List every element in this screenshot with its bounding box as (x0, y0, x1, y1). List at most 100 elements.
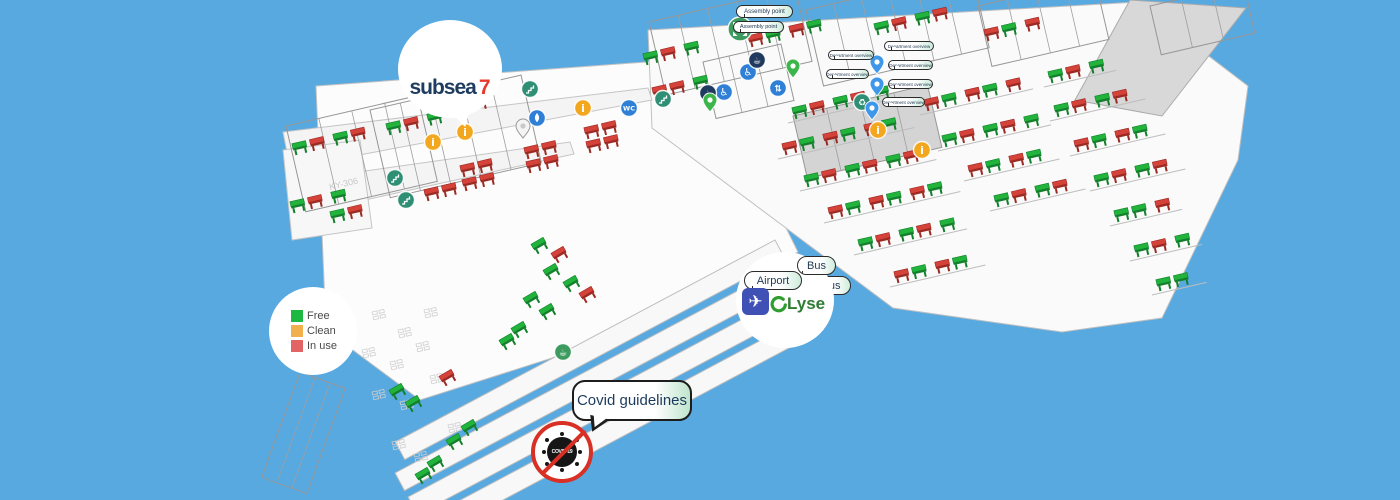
desk-in-use[interactable] (959, 128, 975, 144)
desk-in-use[interactable] (307, 194, 323, 210)
desk-in-use[interactable] (541, 140, 557, 156)
desk-in-use[interactable] (934, 258, 951, 274)
desk-free[interactable] (1034, 182, 1051, 198)
desk-free[interactable] (1131, 203, 1147, 219)
desk-in-use[interactable] (403, 116, 419, 132)
desk-free[interactable] (993, 192, 1010, 208)
desk-in-use[interactable] (1008, 152, 1025, 168)
desk-in-use[interactable] (1151, 238, 1167, 254)
desk-free[interactable] (939, 217, 956, 233)
desk-free[interactable] (385, 120, 402, 136)
desk-free[interactable] (873, 20, 890, 36)
desk-free[interactable] (426, 454, 445, 473)
desk-free[interactable] (1155, 276, 1172, 292)
desk-in-use[interactable] (1011, 188, 1027, 204)
desk-in-use[interactable] (525, 158, 542, 174)
map-pin-green[interactable] (785, 58, 801, 79)
no-covid-badge[interactable]: COVID-19 (531, 421, 593, 483)
desk-in-use[interactable] (660, 46, 676, 62)
desk-in-use[interactable] (1005, 77, 1022, 93)
bus-stop-bubble[interactable]: Bus (797, 256, 836, 275)
desk-free[interactable] (1131, 123, 1148, 139)
desk-in-use[interactable] (915, 222, 932, 238)
desk-in-use[interactable] (893, 268, 910, 284)
desk-in-use[interactable] (550, 245, 569, 264)
desk-in-use[interactable] (601, 120, 617, 136)
desk-free[interactable] (911, 264, 927, 280)
desk-free[interactable] (510, 320, 529, 339)
desk-in-use[interactable] (1114, 127, 1131, 143)
desk-in-use[interactable] (438, 368, 457, 387)
department-overview-bubble[interactable]: Department overview (888, 60, 933, 70)
desk-free[interactable] (562, 274, 581, 293)
desk-in-use[interactable] (669, 80, 685, 96)
desk-free[interactable] (329, 208, 346, 224)
desk-free[interactable] (1001, 22, 1017, 38)
desk-in-use[interactable] (1111, 168, 1127, 184)
desk-free[interactable] (530, 236, 549, 255)
desk-free[interactable] (799, 136, 815, 152)
desk-free[interactable] (1134, 162, 1151, 178)
desk-in-use[interactable] (788, 22, 805, 38)
desk-free[interactable] (1173, 272, 1189, 288)
desk-free[interactable] (642, 50, 659, 66)
desk-in-use[interactable] (461, 176, 478, 192)
desk-free[interactable] (1053, 102, 1070, 118)
desk-in-use[interactable] (578, 285, 597, 304)
desk-in-use[interactable] (821, 168, 837, 184)
desk-in-use[interactable] (441, 182, 457, 198)
desk-in-use[interactable] (967, 162, 984, 178)
desk-free[interactable] (542, 262, 561, 281)
desk-free[interactable] (388, 382, 407, 401)
desk-free[interactable] (1113, 207, 1130, 223)
desk-in-use[interactable] (891, 16, 907, 32)
desk-in-use[interactable] (861, 158, 878, 174)
desk-free[interactable] (985, 158, 1001, 174)
desk-free[interactable] (981, 82, 998, 98)
assembly-point-bubble[interactable]: Assembly point (736, 5, 793, 18)
desk-in-use[interactable] (822, 130, 839, 146)
stairs-icon[interactable] (653, 89, 673, 109)
desk-free[interactable] (414, 466, 433, 485)
desk-in-use[interactable] (781, 140, 798, 156)
desk-in-use[interactable] (477, 158, 493, 174)
stairs-icon[interactable] (396, 190, 416, 210)
stairs-icon[interactable] (520, 79, 540, 99)
desk-free[interactable] (926, 181, 943, 197)
desk-in-use[interactable] (868, 194, 885, 210)
desk-in-use[interactable] (999, 118, 1016, 134)
map-pin-white[interactable] (515, 118, 531, 139)
desk-in-use[interactable] (309, 136, 325, 152)
info-icon[interactable]: i (868, 120, 888, 140)
stairs-icon[interactable] (385, 168, 405, 188)
desk-in-use[interactable] (1073, 137, 1090, 153)
assembly-point-bubble[interactable]: Assembly point (733, 21, 784, 33)
desk-free[interactable] (845, 200, 861, 216)
desk-free[interactable] (692, 74, 709, 90)
desk-in-use[interactable] (479, 172, 495, 188)
desk-free[interactable] (914, 10, 931, 26)
info-icon[interactable]: i (573, 98, 593, 118)
desk-free[interactable] (982, 122, 999, 138)
desk-in-use[interactable] (347, 204, 363, 220)
desk-in-use[interactable] (923, 96, 940, 112)
desk-in-use[interactable] (1071, 98, 1087, 114)
desk-free[interactable] (885, 153, 902, 169)
map-pin-green[interactable] (702, 92, 718, 113)
department-overview-bubble[interactable]: Department overview (884, 41, 934, 51)
desk-free[interactable] (522, 290, 541, 309)
desk-in-use[interactable] (1111, 88, 1128, 104)
drop-icon[interactable] (527, 108, 547, 128)
desk-free[interactable] (1047, 68, 1064, 84)
desk-in-use[interactable] (1065, 64, 1081, 80)
desk-free[interactable] (832, 94, 849, 110)
desk-free[interactable] (885, 190, 902, 206)
desk-free[interactable] (941, 132, 958, 148)
desk-free[interactable] (289, 198, 306, 214)
desk-in-use[interactable] (909, 185, 926, 201)
wc-icon[interactable]: WC (619, 98, 639, 118)
desk-free[interactable] (839, 126, 856, 142)
elev-icon[interactable]: ⇅ (768, 78, 788, 98)
airport-bubble[interactable]: Airport (744, 271, 802, 290)
desk-in-use[interactable] (459, 162, 476, 178)
